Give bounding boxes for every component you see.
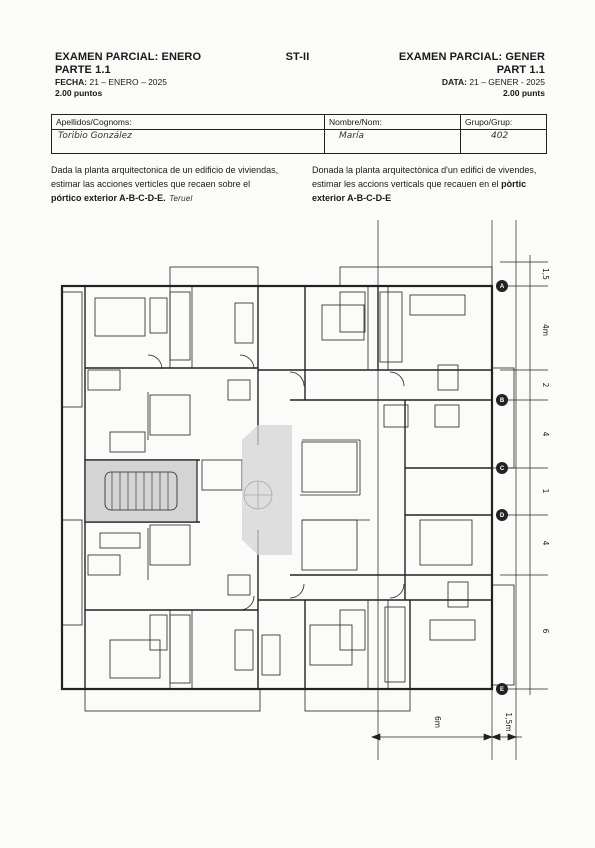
- name-label: Nombre/Nom:: [325, 115, 460, 130]
- axis-marker-c: [496, 462, 508, 474]
- corridor-shading: [242, 425, 292, 555]
- group-cell: Grupo/Grup: 402: [461, 115, 546, 153]
- right-dimensions: 1,5 4m 2 4 1 4 6: [541, 268, 550, 634]
- dim-6: 6: [541, 629, 550, 634]
- name-field[interactable]: María: [339, 131, 364, 141]
- stair-core: [84, 459, 198, 523]
- header-center: ST-II: [0, 51, 595, 64]
- group-label: Grupo/Grup:: [461, 115, 546, 130]
- student-id-box: Apellidos/Cognoms: Toribio González Nomb…: [51, 114, 547, 154]
- header-left: EXAMEN PARCIAL: ENERO PARTE 1.1 FECHA: 2…: [55, 51, 201, 99]
- statement-ca: Donada la planta arquitectònica d'un edi…: [312, 165, 537, 203]
- axis-label-c: C: [500, 466, 505, 472]
- dim-6m: 6m: [433, 716, 442, 728]
- header-right: EXAMEN PARCIAL: GENER PART 1.1 DATA: 21 …: [399, 51, 545, 99]
- dim-1-5: 1,5: [541, 268, 550, 280]
- exam-points-ca: 2.00 punts: [502, 88, 545, 98]
- dim-4m: 4m: [541, 324, 550, 336]
- course-code: ST-II: [285, 51, 310, 63]
- exam-title-es: EXAMEN PARCIAL: ENERO: [55, 51, 202, 63]
- axis-label-a: A: [500, 284, 505, 290]
- axis-markers: A B C D E: [496, 280, 508, 695]
- axis-label-d: D: [500, 513, 505, 519]
- axis-marker-a: [496, 280, 508, 292]
- group-field[interactable]: 402: [491, 131, 509, 141]
- dim-4-b: 4: [541, 541, 550, 546]
- statement-es: Dada la planta arquitectonica de un edif…: [51, 165, 279, 203]
- bottom-dimensions: 6m 1,5m: [433, 712, 513, 731]
- surname-cell: Apellidos/Cognoms: Toribio González: [52, 115, 325, 153]
- dim-1: 1: [541, 489, 550, 494]
- axis-marker-e: [496, 683, 508, 695]
- axis-marker-b: [496, 394, 508, 406]
- exam-date-es: FECHA: 21 – ENERO – 2025: [55, 77, 167, 87]
- exam-title-ca: EXAMEN PARCIAL: GENER: [398, 51, 545, 63]
- axis-grid: [371, 220, 548, 760]
- exam-part-ca: PART 1.1: [496, 64, 545, 76]
- exam-part-es: PARTE 1.1: [55, 64, 111, 76]
- exam-date-ca: DATA: 21 – GENER - 2025: [441, 77, 545, 87]
- axis-marker-d: [496, 509, 508, 521]
- dim-4-a: 4: [541, 432, 550, 437]
- surname-label: Apellidos/Cognoms:: [52, 115, 324, 130]
- dim-1-5m: 1,5m: [504, 712, 513, 731]
- surname-field[interactable]: Toribio González: [58, 131, 132, 141]
- dim-2: 2: [541, 383, 550, 388]
- stair-treads: [111, 472, 169, 510]
- handwritten-note: Teruel: [169, 194, 193, 203]
- axis-label-e: E: [500, 687, 504, 693]
- exam-points-es: 2.00 puntos: [55, 88, 103, 98]
- name-cell: Nombre/Nom: María: [325, 115, 461, 153]
- axis-label-b: B: [500, 398, 505, 404]
